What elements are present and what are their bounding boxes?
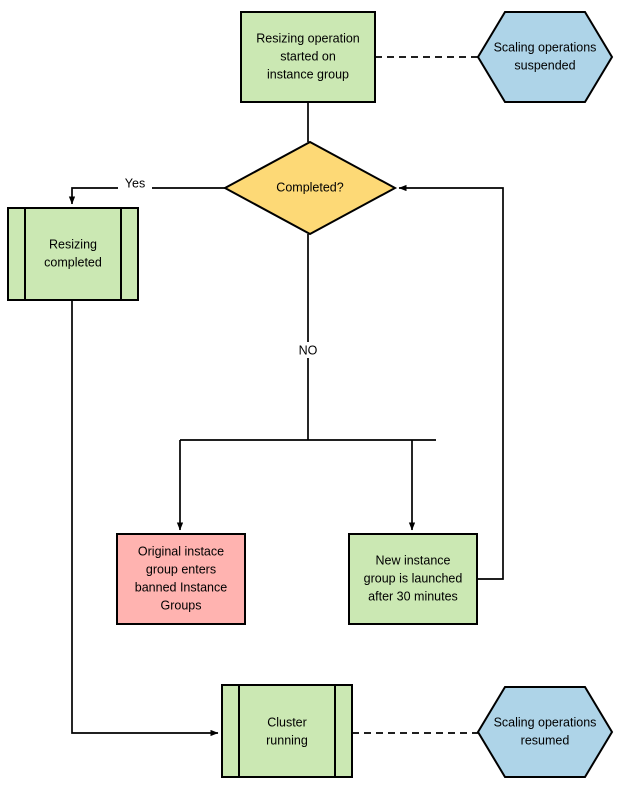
resizing-completed-line-2: completed — [44, 255, 102, 269]
node-resizing-completed[interactable]: Resizing completed — [7, 207, 139, 301]
scaling-resumed-hexagon[interactable] — [476, 686, 614, 778]
node-scaling-suspended[interactable]: Scaling operations suspended — [476, 11, 614, 103]
new-group-launched-box[interactable] — [348, 533, 478, 625]
resizing-completed-line-1: Resizing — [49, 237, 97, 251]
node-completed-decision[interactable]: Completed? — [222, 140, 398, 236]
scaling-suspended-line-2: suspended — [514, 58, 575, 72]
no-label-backdrop — [291, 342, 325, 358]
resizing-started-line-2: started on — [280, 49, 336, 63]
new-group-launched-line-1: New instance — [375, 553, 450, 567]
completed-decision-label: Completed? — [276, 180, 343, 194]
original-group-banned-line-2: group enters — [146, 562, 216, 576]
new-group-launched-line-2: group is launched — [364, 571, 463, 585]
node-cluster-running[interactable]: Cluster running — [221, 684, 353, 778]
original-group-banned-box[interactable] — [116, 533, 246, 625]
node-scaling-resumed[interactable]: Scaling operations resumed — [476, 686, 614, 778]
edge-resizing-completed-to-cluster — [71, 300, 219, 737]
resizing-completed-box[interactable] — [7, 207, 139, 301]
completed-decision-diamond[interactable] — [222, 140, 398, 236]
cluster-running-box[interactable] — [221, 684, 353, 778]
scaling-resumed-line-1: Scaling operations — [494, 715, 597, 729]
resizing-started-box[interactable] — [240, 11, 376, 103]
cluster-running-line-2: running — [266, 733, 308, 747]
original-group-banned-line-3: banned Instance — [135, 580, 227, 594]
edge-decision-yes-to-resizing-completed: Yes — [68, 175, 225, 205]
edge-label-no: NO — [299, 343, 318, 357]
scaling-suspended-line-1: Scaling operations — [494, 40, 597, 54]
original-group-banned-line-4: Groups — [161, 598, 202, 612]
edge-decision-no-split: NO — [176, 234, 436, 531]
edge-new-group-back-to-decision — [398, 184, 504, 580]
resizing-started-line-3: instance group — [267, 67, 349, 81]
yes-label-backdrop — [118, 175, 152, 191]
cluster-running-line-1: Cluster — [267, 715, 307, 729]
scaling-resumed-line-2: resumed — [521, 733, 570, 747]
edge-label-yes: Yes — [125, 176, 145, 190]
scaling-suspended-hexagon[interactable] — [476, 11, 614, 103]
node-original-group-banned[interactable]: Original instace group enters banned Ins… — [116, 533, 246, 625]
node-resizing-started[interactable]: Resizing operation started on instance g… — [240, 11, 376, 103]
resizing-started-line-1: Resizing operation — [256, 31, 360, 45]
original-group-banned-line-1: Original instace — [138, 544, 224, 558]
new-group-launched-line-3: after 30 minutes — [368, 589, 458, 603]
node-new-group-launched[interactable]: New instance group is launched after 30 … — [348, 533, 478, 625]
